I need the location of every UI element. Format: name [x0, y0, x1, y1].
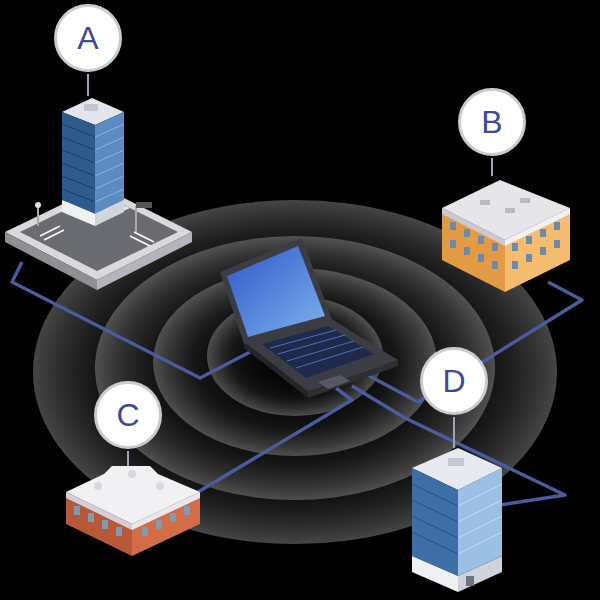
node-letter: B	[481, 106, 502, 138]
building-d	[412, 448, 502, 592]
node-letter: A	[77, 22, 98, 54]
leader-lines	[88, 74, 492, 468]
node-letter: D	[442, 365, 465, 397]
label-circle: D	[420, 347, 488, 415]
building-b	[442, 180, 570, 292]
label-circle: B	[458, 88, 526, 156]
laptop	[220, 238, 398, 398]
label-circle: A	[54, 4, 122, 72]
label-circle: C	[94, 381, 162, 449]
building-a	[5, 98, 192, 290]
building-c	[66, 466, 200, 556]
node-letter: C	[116, 399, 139, 431]
